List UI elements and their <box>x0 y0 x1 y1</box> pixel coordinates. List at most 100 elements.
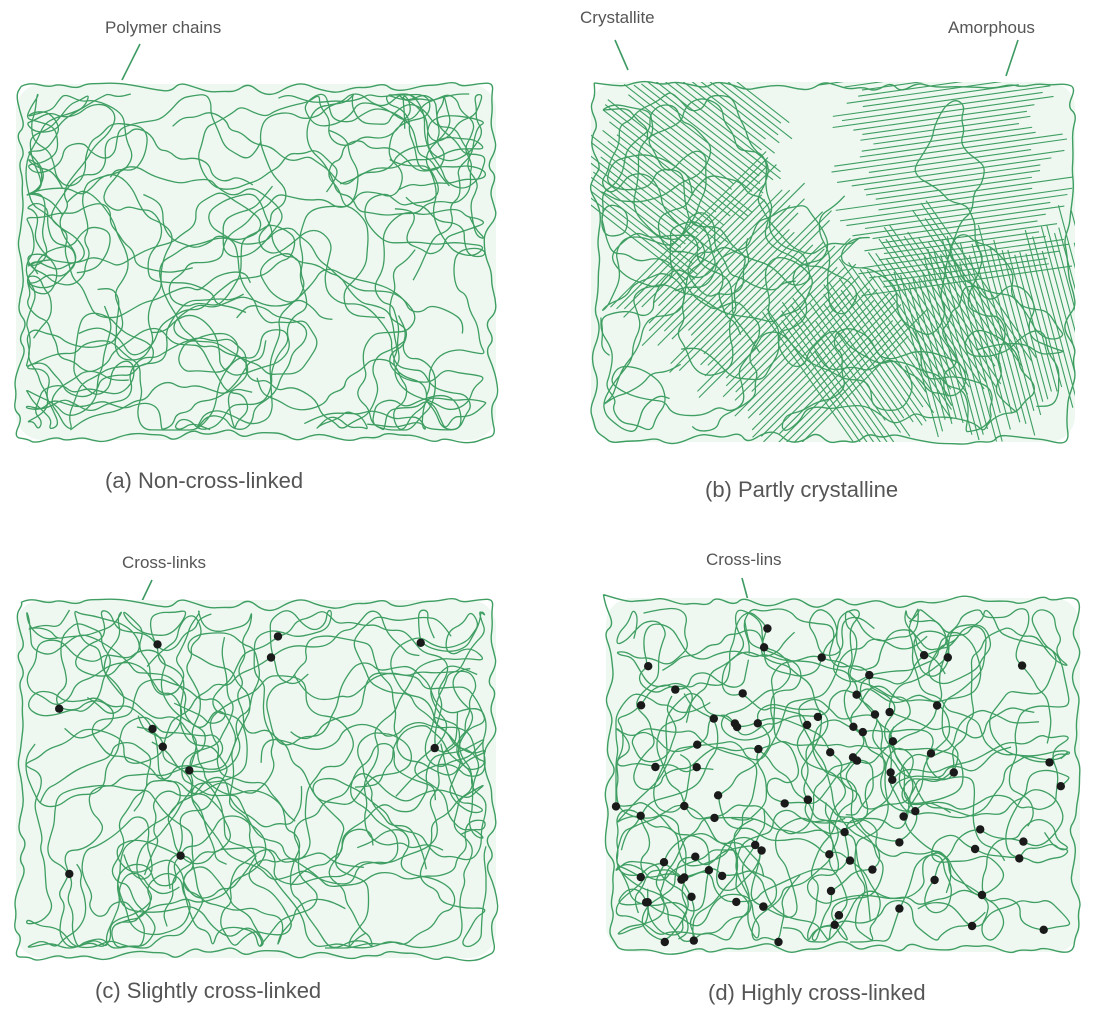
cross-link-dot <box>148 725 156 733</box>
cross-link-dot <box>644 898 652 906</box>
cross-link-dot <box>804 796 812 804</box>
cross-link-dot <box>968 922 976 930</box>
panel-b-caption: (b) Partly crystalline <box>705 477 898 503</box>
cross-link-dot <box>754 745 762 753</box>
panel-d-caption: (d) Highly cross-linked <box>708 980 926 1006</box>
panel-d-highly-cross-linked <box>600 592 1086 958</box>
cross-link-dot <box>920 651 928 659</box>
cross-link-dot <box>732 898 740 906</box>
cross-link-dot <box>751 841 759 849</box>
cross-link-dot <box>159 743 167 751</box>
cross-link-dot <box>710 714 718 722</box>
cross-link-dot <box>757 846 765 854</box>
chain-segment <box>830 76 1043 78</box>
cross-link-dot <box>895 838 903 846</box>
cross-link-dot <box>763 624 771 632</box>
cross-link-dot <box>846 856 854 864</box>
cross-link-dot <box>431 744 439 752</box>
panel-c-caption: (c) Slightly cross-linked <box>95 978 321 1004</box>
cross-link-dot <box>781 799 789 807</box>
cross-link-dot <box>1018 661 1026 669</box>
cross-link-dot <box>417 639 425 647</box>
cross-link-dot <box>827 887 835 895</box>
cross-link-dot <box>899 812 907 820</box>
cross-link-dot <box>859 728 867 736</box>
cross-link-dot <box>759 902 767 910</box>
panel-b-partly-crystalline <box>585 76 1081 448</box>
cross-link-dot <box>671 685 679 693</box>
polymer-chain-group <box>15 599 498 961</box>
crystallite-label: Crystallite <box>580 8 655 28</box>
cross-link-dot <box>705 866 713 874</box>
cross-link-dot <box>930 876 938 884</box>
cross-link-dot <box>1019 837 1027 845</box>
cross-link-dot <box>65 870 73 878</box>
cross-link-dot <box>840 828 848 836</box>
cross-link-dot <box>677 875 685 883</box>
cross-link-dot <box>826 748 834 756</box>
cross-link-dot <box>176 852 184 860</box>
cross-link-dot <box>55 705 63 713</box>
cross-link-dot <box>680 802 688 810</box>
cross-link-dot <box>886 768 894 776</box>
cross-link-dot <box>637 701 645 709</box>
cross-link-dot <box>710 814 718 822</box>
cross-link-dot <box>774 938 782 946</box>
cross-link-dot <box>754 719 762 727</box>
cross-link-dot <box>895 904 903 912</box>
cross-link-dot <box>267 653 275 661</box>
cross-link-dot <box>976 825 984 833</box>
cross-link-dot <box>818 653 826 661</box>
cross-link-dot <box>849 723 857 731</box>
cross-link-dot <box>852 691 860 699</box>
cross-link-dot <box>944 653 952 661</box>
cross-link-dot <box>714 791 722 799</box>
cross-link-dot <box>691 853 699 861</box>
cross-link-dot <box>739 689 747 697</box>
cross-link-dot <box>853 756 861 764</box>
cross-link-dot <box>644 662 652 670</box>
cross-link-dot <box>831 921 839 929</box>
cross-link-dot <box>835 911 843 919</box>
cross-link-dot <box>718 872 726 880</box>
cross-link-dot <box>731 719 739 727</box>
cross-link-dot <box>760 643 768 651</box>
cross-link-dot <box>637 873 645 881</box>
cross-link-dot <box>153 640 161 648</box>
cross-link-dot <box>814 713 822 721</box>
cross-link-dot <box>637 812 645 820</box>
panel-a-non-cross-linked <box>10 78 502 446</box>
panel-a-caption: (a) Non-cross-linked <box>105 468 303 494</box>
cross-link-dot <box>871 710 879 718</box>
cross-link-dot <box>661 938 669 946</box>
cross-link-dot <box>612 802 620 810</box>
cross-link-dot <box>825 850 833 858</box>
cross-links-label-d: Cross-lins <box>706 550 782 570</box>
cross-link-dot <box>687 893 695 901</box>
cross-link-dot <box>660 858 668 866</box>
cross-link-dot <box>1015 854 1023 862</box>
cross-link-dot <box>803 721 811 729</box>
cross-link-dot <box>885 708 893 716</box>
polymer-chain-group <box>15 83 498 443</box>
cross-link-dot <box>888 776 896 784</box>
polymer-chain-group <box>603 595 1080 955</box>
cross-link-dot <box>865 671 873 679</box>
cross-links-label-c: Cross-links <box>122 553 206 573</box>
cross-link-dot <box>933 701 941 709</box>
cross-link-dot <box>971 845 979 853</box>
cross-link-dot <box>1040 926 1048 934</box>
cross-link-dot <box>693 741 701 749</box>
cross-link-dot <box>978 891 986 899</box>
cross-link-dot <box>274 632 282 640</box>
amorphous-label: Amorphous <box>948 18 1035 38</box>
cross-link-dot <box>185 766 193 774</box>
cross-link-dot <box>690 936 698 944</box>
cross-link-dot <box>1057 782 1065 790</box>
panel-c-slightly-cross-linked <box>10 594 502 964</box>
cross-link-dot <box>911 807 919 815</box>
cross-link-dot <box>950 768 958 776</box>
cross-link-dot <box>868 865 876 873</box>
cross-link-dot <box>1045 758 1053 766</box>
